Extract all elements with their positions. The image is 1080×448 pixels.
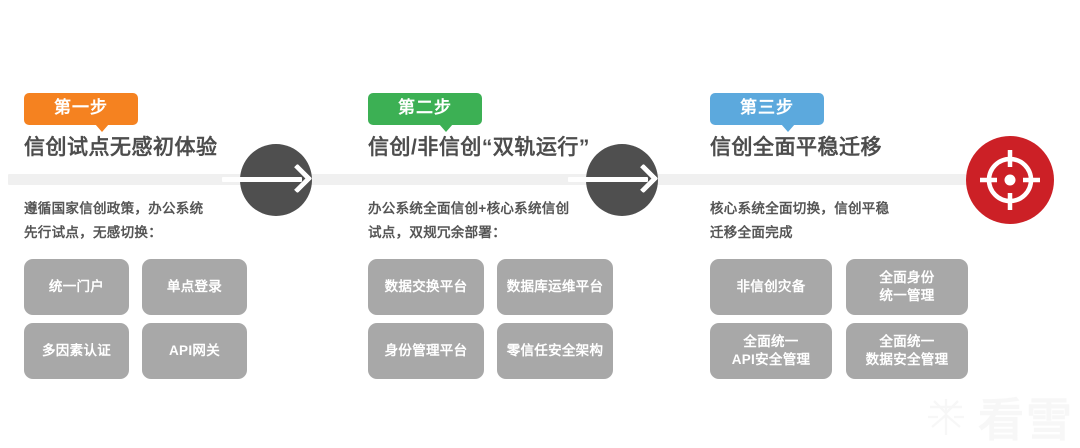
arrow-shaft [222,177,302,182]
step-headline-1: 信创试点无感初体验 [24,136,218,159]
step-badge-wrap-1: 第一步 [24,93,138,132]
capability-box-group-1: 统一门户 单点登录 多因素认证 API网关 [24,259,264,379]
capability-box[interactable]: 全面身份 统一管理 [846,259,968,315]
step-badge-3[interactable]: 第三步 [710,93,824,132]
step-badge-2[interactable]: 第二步 [368,93,482,132]
step-headline-3: 信创全面平稳迁移 [710,136,882,159]
step-description-1: 遵循国家信创政策，办公系统 先行试点，无感切换： [24,201,204,240]
capability-box[interactable]: 数据库运维平台 [497,259,613,315]
step-badge-wrap-2: 第二步 [368,93,482,132]
step-badge-label-2: 第二步 [398,98,452,117]
step-badge-wrap-3: 第三步 [710,93,824,132]
step-column-3: 第三步 信创全面平稳迁移 核心系统全面切换，信创平稳 迁移全面完成 非信创灾备 … [700,0,1010,448]
badge-pointer-icon [780,123,795,132]
arrow-right-icon [568,144,659,216]
capability-box[interactable]: API网关 [142,323,247,379]
capability-box-group-2: 数据交换平台 数据库运维平台 身份管理平台 零信任安全架构 [368,259,628,379]
step-headline-2: 信创/非信创“双轨运行” [368,136,590,159]
timeline-rail [8,174,966,185]
capability-box[interactable]: 多因素认证 [24,323,129,379]
step-description-3: 核心系统全面切换，信创平稳 迁移全面完成 [710,201,890,240]
capability-box[interactable]: 统一门户 [24,259,129,315]
step-column-1: 第一步 信创试点无感初体验 遵循国家信创政策，办公系统 先行试点，无感切换： 统… [14,0,314,448]
target-crosshair-icon [966,136,1054,224]
capability-box[interactable]: 零信任安全架构 [497,323,613,379]
step-badge-label-1: 第一步 [54,98,108,117]
capability-box[interactable]: 单点登录 [142,259,247,315]
step-badge-label-3: 第三步 [740,98,794,117]
capability-box[interactable]: 数据交换平台 [368,259,484,315]
arrow-right-icon [222,144,313,216]
capability-box[interactable]: 全面统一 数据安全管理 [846,323,968,379]
step-description-2: 办公系统全面信创+核心系统信创 试点，双规冗余部署： [368,201,570,240]
arrow-shaft [568,177,648,182]
badge-pointer-icon [438,123,453,132]
capability-box-group-3: 非信创灾备 全面身份 统一管理 全面统一 API安全管理 全面统一 数据安全管理 [710,259,975,379]
capability-box[interactable]: 全面统一 API安全管理 [710,323,832,379]
capability-box[interactable]: 身份管理平台 [368,323,484,379]
step-badge-1[interactable]: 第一步 [24,93,138,132]
capability-box[interactable]: 非信创灾备 [710,259,832,315]
step-column-2: 第二步 信创/非信创“双轨运行” 办公系统全面信创+核心系统信创 试点，双规冗余… [358,0,658,448]
badge-pointer-icon [94,123,109,132]
